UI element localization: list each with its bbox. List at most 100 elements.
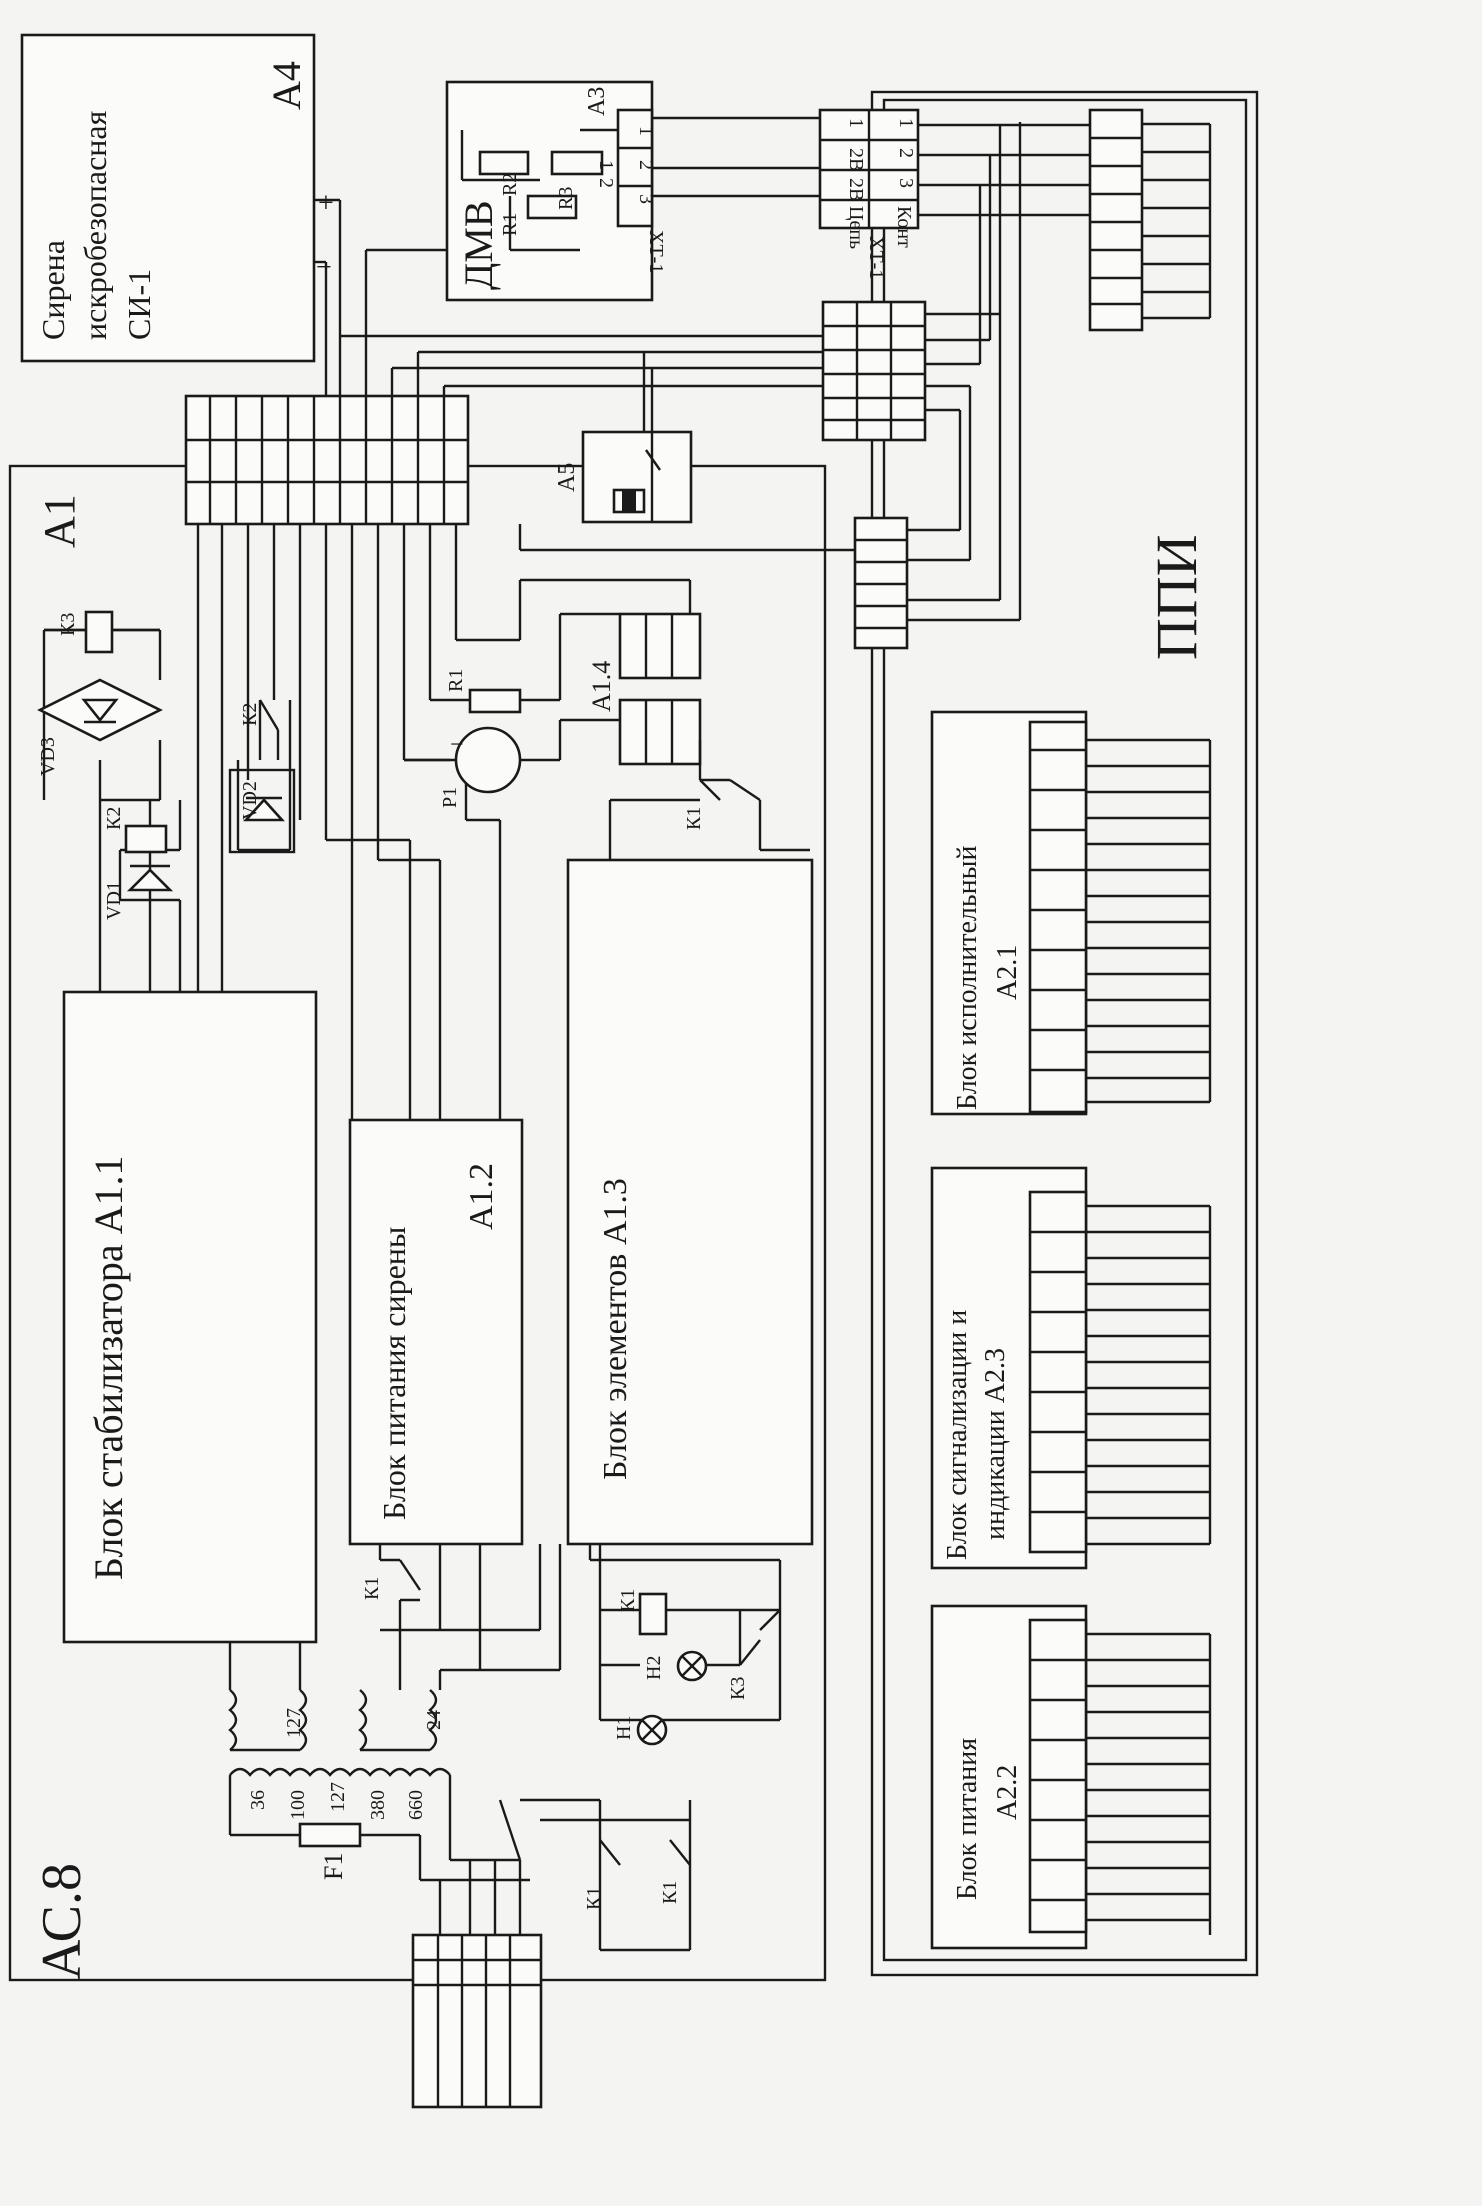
lamp-h1	[636, 1714, 668, 1746]
dmv-xt: ХТ-1	[645, 230, 667, 273]
label-vd1: VD1	[103, 881, 125, 920]
block-a11-title: Блок стабилизатора А1.1	[86, 1155, 131, 1580]
relay-k3-coil	[84, 610, 114, 654]
relay-k3-contact	[739, 1609, 781, 1666]
dmv-pin-2: 2	[635, 160, 657, 170]
connector-a21	[1028, 720, 1212, 1114]
tap-primary-5: 660	[405, 1790, 427, 1820]
label-k1-coil: К1	[617, 1589, 639, 1612]
transformer-secondary-24	[358, 1689, 438, 1752]
xt1-table	[818, 108, 920, 230]
label-r1: R1	[445, 669, 467, 692]
dmv-pin-3: 3	[635, 194, 657, 204]
relay-k1-coil	[638, 1592, 668, 1636]
connector-a14	[618, 612, 702, 766]
siren-block	[20, 33, 316, 363]
a5-label: А5	[554, 463, 580, 492]
dmv-name: ДМВ	[456, 200, 501, 290]
lamp-h2	[676, 1650, 708, 1682]
label-p1: Р1	[439, 787, 461, 808]
block-a13	[566, 858, 814, 1546]
dmv-r3: R3	[555, 187, 577, 210]
block-a12-title-2: А1.2	[463, 1163, 500, 1230]
a14-label: А1.4	[587, 661, 616, 712]
tap-primary-1: 36	[247, 1790, 269, 1810]
siren-plus: +	[318, 188, 334, 219]
block-a23-title-1: Блок сигнализации и	[942, 1310, 973, 1560]
xt1-row-2-a: 2	[895, 148, 917, 158]
label-h1: Н1	[613, 1716, 635, 1740]
dmv-id: А3	[584, 87, 610, 116]
siren-line3: СИ-1	[121, 269, 157, 340]
xt1-label: ХТ-1	[865, 236, 887, 279]
label-k2: К2	[103, 807, 125, 830]
relay-k1-contact-a12	[399, 1559, 421, 1602]
terminal-strip-main	[184, 394, 470, 526]
label-f1: F1	[319, 1853, 348, 1880]
dmv-r1: R1	[499, 213, 521, 236]
label-h2: Н2	[643, 1656, 665, 1680]
tap-siren: 24	[423, 1710, 445, 1730]
connector-a23	[1028, 1190, 1212, 1554]
label-vd3: VD3	[37, 737, 59, 776]
diode-bridge-vd3	[37, 678, 163, 742]
label-k2-contact: К2	[239, 703, 261, 726]
a5-element-core	[622, 490, 636, 512]
block-a12	[348, 1118, 524, 1546]
terminal-strip-right-top	[1088, 108, 1144, 332]
connector-a22	[1028, 1618, 1212, 1935]
xt1-col-2: Цепь	[845, 206, 867, 249]
frame-ppi	[870, 90, 1259, 1977]
meter-p1	[454, 726, 522, 794]
dmv-pin-alt-2: 2	[595, 178, 617, 188]
block-a11	[62, 990, 318, 1644]
frame-ppi-inner	[882, 98, 1248, 1962]
label-k1-bottom-1: К1	[583, 1887, 605, 1910]
dmv-pin-1: 1	[635, 126, 657, 136]
tap-primary-3: 127	[327, 1782, 349, 1812]
dmv-terminal	[616, 108, 654, 228]
block-a22-title-2: А2.2	[992, 1765, 1023, 1820]
label-k1-bottom-2: К1	[659, 1881, 681, 1904]
terminal-strip-bottom	[411, 1933, 543, 2109]
transformer-primary	[229, 1767, 451, 1777]
relay-k2-coil	[124, 824, 168, 854]
relay-k1-contact-bottom	[599, 1839, 691, 1866]
label-k1-a12: К1	[361, 1577, 383, 1600]
transformer-secondary-127	[228, 1689, 308, 1752]
tap-primary-4: 380	[367, 1790, 389, 1820]
tap-primary-2: 100	[287, 1790, 309, 1820]
diode-vd1	[126, 864, 174, 892]
resistor-r1-main	[468, 688, 522, 714]
main-unit-label: А1	[35, 494, 84, 548]
label-vd2: VD2	[239, 781, 261, 820]
label-k3-contact: К3	[727, 1677, 749, 1700]
label-k3: К3	[57, 613, 79, 636]
diode-vd2	[228, 768, 296, 854]
siren-minus: −	[316, 252, 332, 283]
block-a13-title: Блок элементов А1.3	[597, 1178, 634, 1480]
xt1-row-3-b: 2В	[845, 178, 867, 201]
xt1-row-1-b: 1	[845, 118, 867, 128]
block-a23-title-2: индикации А2.3	[980, 1348, 1011, 1540]
xt1-row-3-a: 3	[895, 178, 917, 188]
siren-id: А4	[264, 61, 309, 110]
resistor-dmv-r1	[478, 150, 530, 176]
resistor-dmv-r2	[550, 150, 604, 176]
xt1-col-1: Конт	[893, 206, 915, 248]
terminal-strip-right-2	[853, 516, 909, 650]
sheet-title: АС.8	[31, 1863, 93, 1980]
label-p1-minus: −	[450, 732, 464, 758]
terminal-strip-right-1	[821, 300, 927, 442]
dmv-r2: R2	[499, 173, 521, 196]
tap-stab: 127	[283, 1708, 305, 1738]
siren-line1: Сирена	[35, 240, 71, 340]
block-a12-title-1: Блок питания сирены	[376, 1227, 412, 1520]
xt1-row-2-b: 2В	[845, 148, 867, 171]
wiring	[42, 116, 1212, 1952]
block-a21-title-1: Блок исполнительный	[952, 846, 983, 1110]
relay-k2-contact	[258, 699, 280, 760]
dmv-pin-alt-1: 1	[595, 160, 617, 170]
